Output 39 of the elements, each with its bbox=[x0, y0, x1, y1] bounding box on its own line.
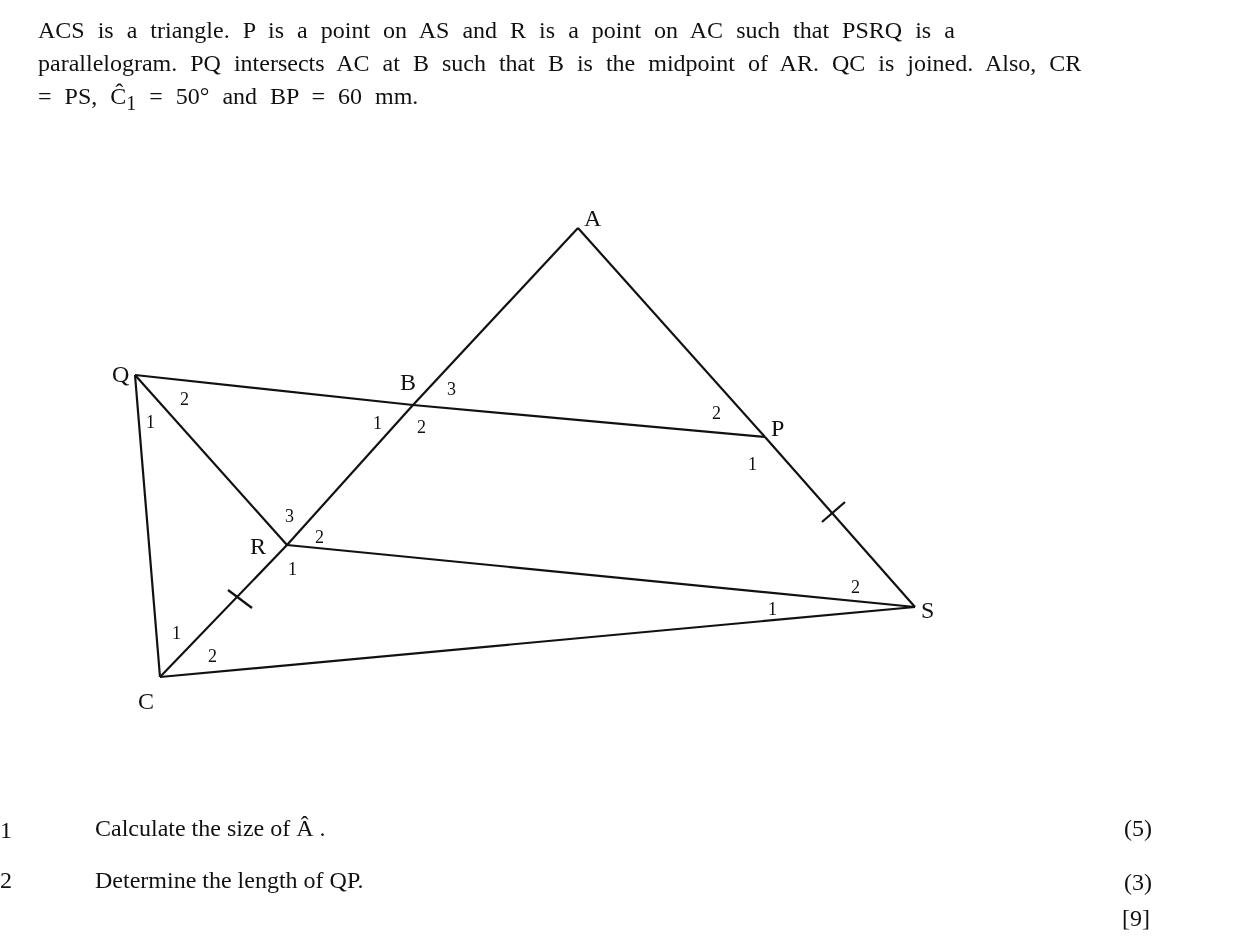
total-marks: [9] bbox=[1122, 904, 1150, 932]
vertex-label: Q bbox=[110, 362, 132, 386]
line-segment bbox=[133, 374, 162, 678]
angle-number: 2 bbox=[315, 528, 324, 546]
problem-statement: ACS is a triangle. P is a point on AS and R is a point on AC such that PSRQ is a parallelogram. PQ intersects AC at B such that B is the midpoint of AR. QC is joined. Also, CR = PS, Ĉ$_{1}$ = 50° and BP = 60 mm. bbox=[38, 16, 1083, 116]
line-segment bbox=[159, 544, 288, 678]
vertex-label: P bbox=[769, 416, 787, 440]
angle-number: 2 bbox=[180, 390, 189, 408]
angle-number: 1 bbox=[172, 624, 181, 642]
line-segment bbox=[412, 403, 766, 439]
line-segment bbox=[134, 374, 288, 546]
vertex-label: C bbox=[136, 689, 156, 713]
mark-allocation: (5) bbox=[1124, 814, 1152, 842]
question-text: Calculate the size of Â . bbox=[95, 814, 326, 842]
line-segment bbox=[577, 227, 766, 438]
angle-number: 1 bbox=[748, 455, 757, 473]
line-segment bbox=[764, 436, 916, 608]
question-text: Determine the length of QP. bbox=[95, 866, 364, 894]
angle-number: 2 bbox=[712, 404, 721, 422]
angle-number: 1 bbox=[288, 560, 297, 578]
vertex-label: A bbox=[582, 206, 604, 230]
angle-number: 2 bbox=[417, 418, 426, 436]
vertex-label: R bbox=[248, 534, 268, 558]
angle-number: 2 bbox=[851, 578, 860, 596]
vertex-label: S bbox=[919, 598, 937, 622]
vertex-label: B bbox=[398, 370, 418, 394]
angle-number: 1 bbox=[768, 600, 777, 618]
angle-number: 1 bbox=[373, 414, 382, 432]
line-segment bbox=[134, 373, 414, 407]
question-number: 1 bbox=[0, 816, 12, 844]
line-segment bbox=[159, 605, 916, 679]
line-segment bbox=[286, 404, 414, 546]
angle-number: 1 bbox=[146, 413, 155, 431]
question-number: 2 bbox=[0, 866, 12, 894]
angle-number: 3 bbox=[285, 507, 294, 525]
line-segment bbox=[412, 227, 579, 406]
angle-number: 2 bbox=[208, 647, 217, 665]
angle-number: 3 bbox=[447, 380, 456, 398]
mark-allocation: (3) bbox=[1124, 868, 1152, 896]
